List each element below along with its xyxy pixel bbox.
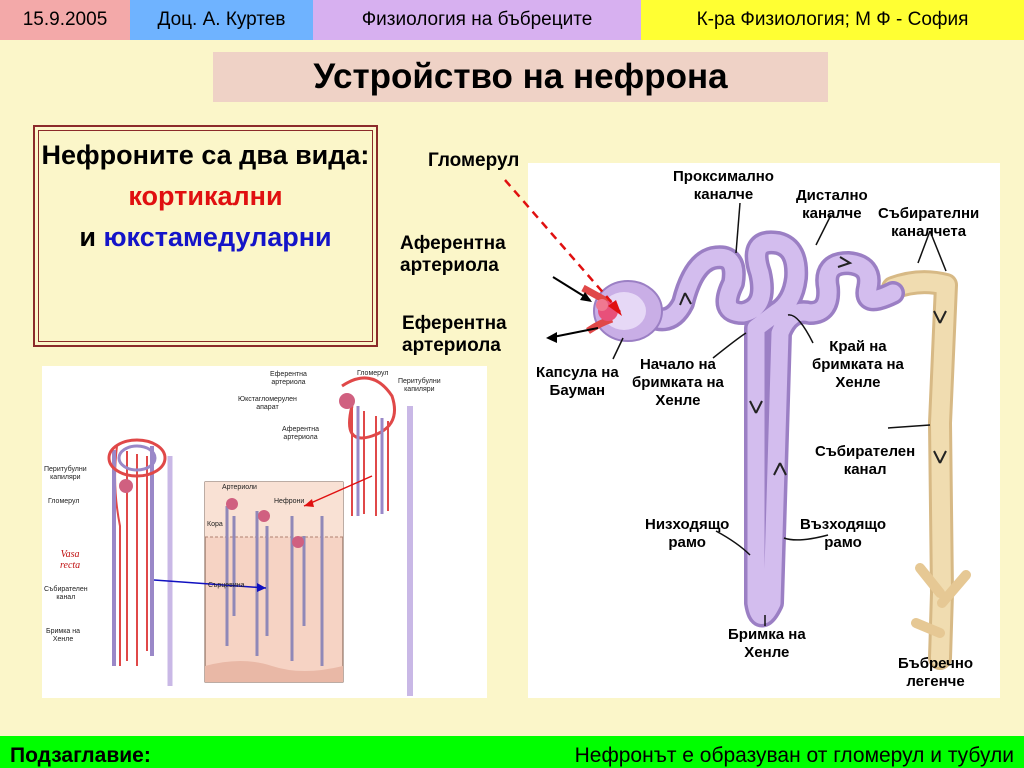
label-nephrons: Нефрони	[274, 498, 305, 505]
header-department: К-ра Физиология; М Ф - София	[641, 0, 1024, 40]
nephron-illustration	[581, 202, 971, 670]
info-line1: Нефроните са два вида:	[41, 140, 370, 170]
info-box: Нефроните са два вида: кортикални и юкст…	[33, 125, 378, 347]
footer-subtitle-label: Подзаглавие:	[10, 744, 151, 767]
label-medulla: Сърцевина	[208, 582, 245, 589]
label-glomerulus: Гломерул	[428, 150, 520, 171]
nephron-diagram	[528, 163, 1000, 698]
label-cortex: Кора	[207, 521, 223, 528]
label-glomerulus-left: Гломерул	[48, 498, 80, 505]
header-date: 15.9.2005	[0, 0, 130, 40]
info-conj: и	[79, 222, 96, 252]
info-juxta: юкстамедуларни	[103, 222, 332, 252]
header-author: Доц. А. Куртев	[130, 0, 313, 40]
label-glomerulus-small: Гломерул	[357, 370, 389, 377]
slide-title: Устройство на нефрона	[213, 52, 828, 102]
footer-bar: Подзаглавие: Нефронът е образуван от гло…	[0, 736, 1024, 768]
info-cortical: кортикални	[128, 181, 283, 211]
label-arterioles: Артериоли	[222, 484, 257, 491]
info-text: Нефроните са два вида: кортикални и юкст…	[35, 135, 376, 258]
footer-subtitle-text: Нефронът е образуван от гломерул и тубул…	[574, 744, 1014, 767]
nephron-types-illustration	[107, 376, 413, 696]
header-topic: Физиология на бъбреците	[313, 0, 641, 40]
